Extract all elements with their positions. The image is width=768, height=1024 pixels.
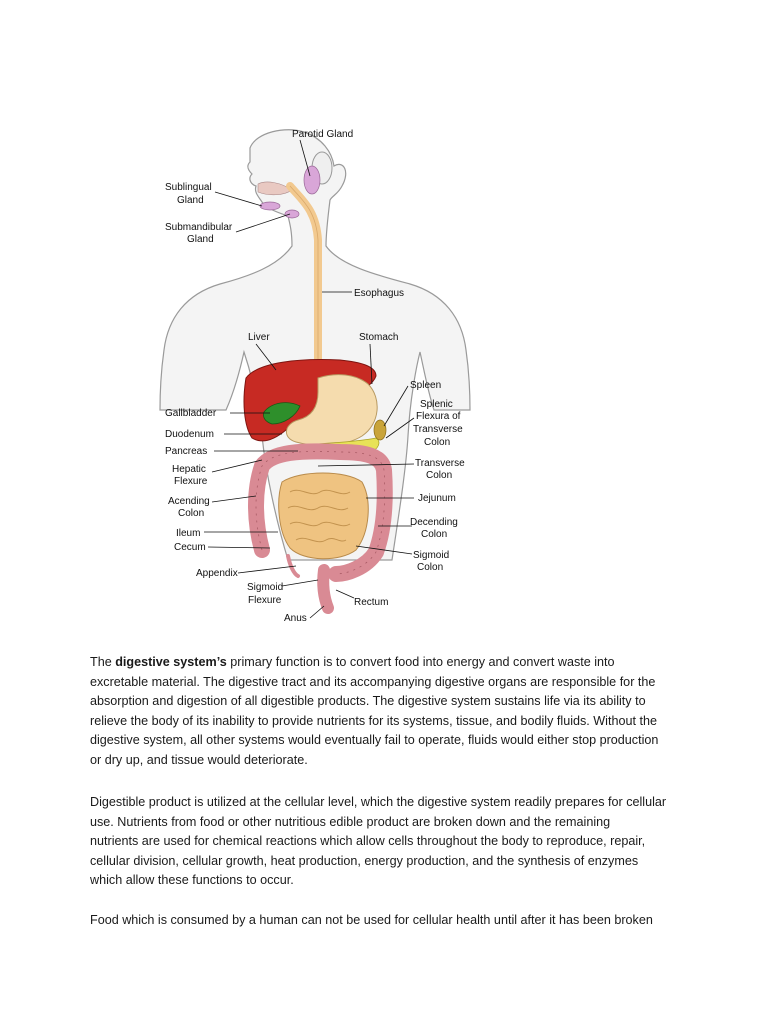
text-line: nutrients are used for chemical reaction… [90,834,646,849]
submandibular-gland-shape [284,209,300,219]
paragraph-cellular-level: Digestible product is utilized at the ce… [90,793,680,891]
text-line: Food which is consumed by a human can no… [90,913,653,927]
text-span: primary function is to convert food into… [226,655,615,669]
label-splenic-3: Transverse [413,424,463,435]
text-line: use. Nutrients from food or other nutrit… [90,814,611,829]
text-line: cellular division, cellular growth, heat… [90,853,639,868]
label-acending-1: Acending [168,496,210,507]
label-splenic-4: Colon [424,437,450,448]
label-duodenum: Duodenum [165,429,214,440]
label-sigmoid-flexure-1: Sigmoid [247,582,283,593]
text-line: Digestible product is utilized at the ce… [90,795,667,809]
bold-term: digestive system’s [115,655,227,669]
label-parotid-gland: Parotid Gland [292,129,353,140]
label-splenic-1: Splenic [420,399,453,410]
label-sigmoid-colon-2: Colon [417,562,443,573]
label-decending-1: Decending [410,517,458,528]
text-line: relieve the body of its inability to pro… [90,713,657,728]
small-intestine-shape [278,472,369,560]
sublingual-gland-shape [259,201,281,211]
text-line: excretable material. The digestive tract… [90,674,656,689]
spleen-shape [373,419,387,441]
paragraph-digestive-function: The digestive system’s primary function … [90,653,680,771]
label-sigmoid-colon-1: Sigmoid [413,550,449,561]
label-acending-2: Colon [178,508,204,519]
gallbladder-shape [263,402,301,425]
text-line: The digestive system’s primary function … [90,653,680,673]
label-transverse-2: Colon [426,470,452,481]
label-splenic-2: Flexura of [416,411,461,422]
label-hepatic-1: Hepatic [172,464,206,475]
label-cecum: Cecum [174,542,206,553]
label-pancreas: Pancreas [165,446,207,457]
text-span: The [90,655,116,669]
label-appendix: Appendix [196,568,238,579]
label-spleen: Spleen [410,380,441,391]
label-gallbladder: Gallbladder [165,408,217,419]
text-line: or dry up, and tissue would deteriorate. [90,752,308,767]
label-anus: Anus [284,613,307,624]
paragraph-food-consumed: Food which is consumed by a human can no… [90,911,680,931]
text-line: which allow these functions to occur. [90,873,294,888]
label-hepatic-2: Flexure [174,476,208,487]
parotid-gland-shape [303,165,321,195]
label-sigmoid-flexure-2: Flexure [248,595,282,606]
label-transverse-1: Transverse [415,458,465,469]
label-rectum: Rectum [354,597,388,608]
text-line: digestive system, all other systems woul… [90,733,659,748]
leader-lines [204,139,415,619]
label-sublingual-gland-2: Gland [177,195,204,206]
label-jejunum: Jejunum [418,493,456,504]
digestive-system-diagram: Parotid Gland Sublingual Gland Submandib… [150,120,480,630]
label-decending-2: Colon [421,529,447,540]
label-sublingual-gland-1: Sublingual [165,182,212,193]
appendix-shape [286,554,300,578]
text-line: absorption and digestion of all digestib… [90,694,646,709]
rectum-shape [317,564,334,614]
label-submandibular-gland-1: Submandibular [165,222,233,233]
label-ileum: Ileum [176,528,200,539]
label-submandibular-gland-2: Gland [187,234,214,245]
label-stomach: Stomach [359,332,398,343]
label-esophagus: Esophagus [354,288,404,299]
label-liver: Liver [248,332,270,343]
